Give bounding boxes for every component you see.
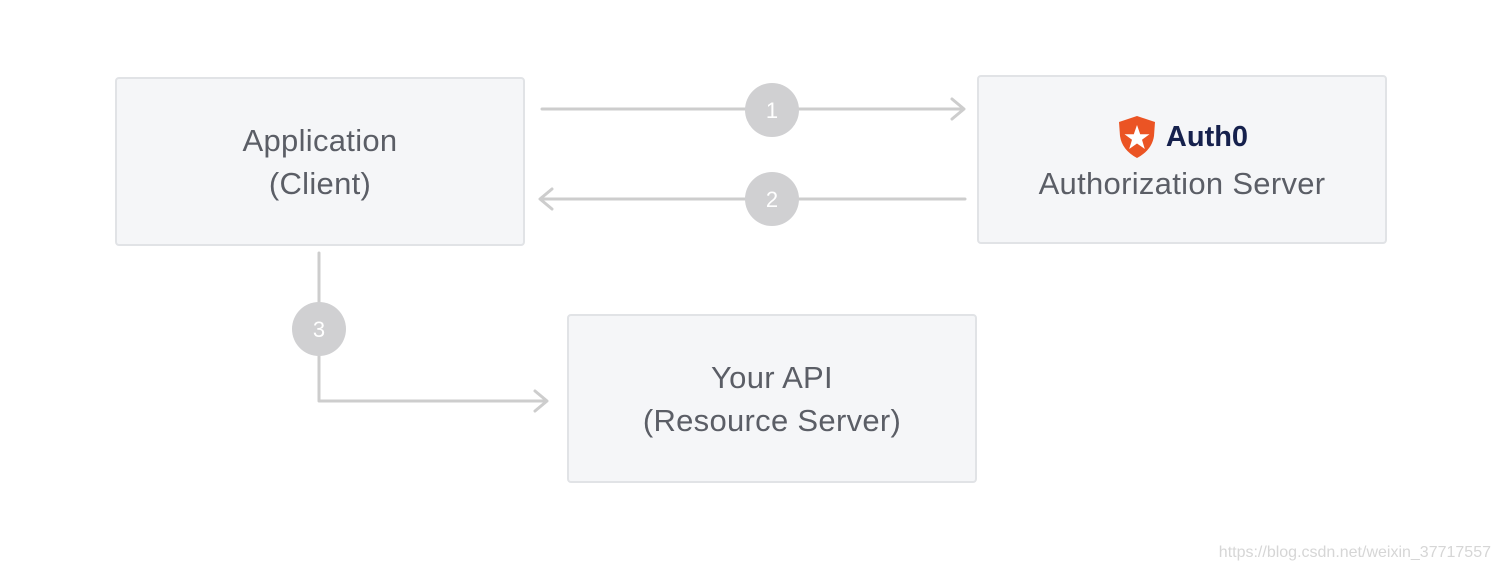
resource-server-node: Your API (Resource Server) bbox=[567, 314, 977, 483]
step-badge-2: 2 bbox=[745, 172, 799, 226]
application-subtitle: (Client) bbox=[268, 165, 372, 201]
step-number-1: 1 bbox=[766, 98, 778, 123]
application-client-node: Application (Client) bbox=[115, 77, 525, 246]
authorization-server-label: Authorization Server bbox=[1038, 166, 1326, 201]
arrowhead-1 bbox=[950, 97, 966, 121]
step-number-2: 2 bbox=[766, 187, 778, 212]
api-title: Your API bbox=[711, 359, 833, 395]
api-subtitle: (Resource Server) bbox=[642, 402, 902, 438]
watermark-url: https://blog.csdn.net/weixin_37717557 bbox=[1218, 544, 1491, 561]
arrowhead-2 bbox=[538, 187, 554, 211]
arrow-api-call bbox=[317, 251, 547, 403]
step-badge-1: 1 bbox=[745, 83, 799, 137]
auth0-shield-star-icon bbox=[1118, 116, 1155, 158]
application-title: Application bbox=[242, 122, 398, 158]
step-number-3: 3 bbox=[313, 317, 325, 342]
step-badge-3: 3 bbox=[292, 302, 346, 356]
auth0-wordmark: Auth0 bbox=[1165, 120, 1249, 153]
arrowhead-3 bbox=[533, 389, 549, 413]
authorization-server-node: Auth0 Authorization Server bbox=[977, 75, 1387, 244]
auth0-brand: Auth0 bbox=[1116, 114, 1248, 160]
